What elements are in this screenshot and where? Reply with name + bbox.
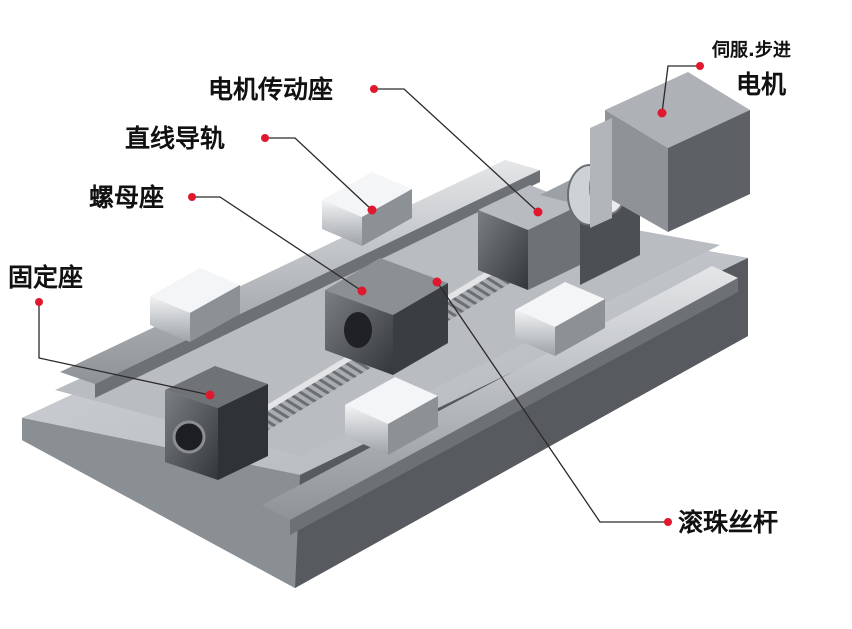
linear-rail-right xyxy=(262,266,738,535)
dot-fixed-seat-label xyxy=(35,298,43,306)
motor-body xyxy=(590,72,750,232)
leader-linear-guide xyxy=(265,137,373,211)
label-motor-mount: 电机传动座 xyxy=(208,75,334,104)
leader-nut-seat xyxy=(192,196,363,292)
rail-block-3 xyxy=(515,282,605,356)
label-nut-seat: 螺母座 xyxy=(89,183,165,212)
dot-motor-target xyxy=(657,108,667,118)
dot-motor-mount-label xyxy=(370,85,378,93)
rail-block-1 xyxy=(150,268,240,342)
fixed-seat xyxy=(165,366,268,480)
label-ball-screw: 滚珠丝杆 xyxy=(678,508,779,537)
dot-ball-screw-label xyxy=(664,518,672,526)
dot-motor-mount-target xyxy=(533,207,543,217)
dot-linear-guide-target xyxy=(367,205,377,215)
dot-linear-guide-label xyxy=(261,134,269,142)
label-motor-type: 伺服.步进 xyxy=(712,40,791,61)
leader-ball-screw xyxy=(436,281,668,523)
rail-block-2 xyxy=(322,172,412,246)
dot-nut-seat-target xyxy=(357,286,367,296)
leader-fixed-seat xyxy=(38,302,211,396)
nut-seat xyxy=(325,258,448,375)
label-linear-guide: 直线导轨 xyxy=(125,124,226,153)
leader-motor-mount xyxy=(374,88,539,213)
leader-motor xyxy=(661,65,700,114)
label-fixed-seat: 固定座 xyxy=(8,263,84,292)
dot-nut-seat-label xyxy=(188,193,196,201)
dot-fixed-seat-target xyxy=(205,390,215,400)
rail-block-4 xyxy=(345,377,438,455)
dot-ball-screw-target xyxy=(432,277,442,287)
pointer-dots xyxy=(35,62,704,526)
leader-lines xyxy=(38,65,700,523)
dot-motor-label xyxy=(696,62,704,70)
label-motor: 电机 xyxy=(736,70,787,99)
